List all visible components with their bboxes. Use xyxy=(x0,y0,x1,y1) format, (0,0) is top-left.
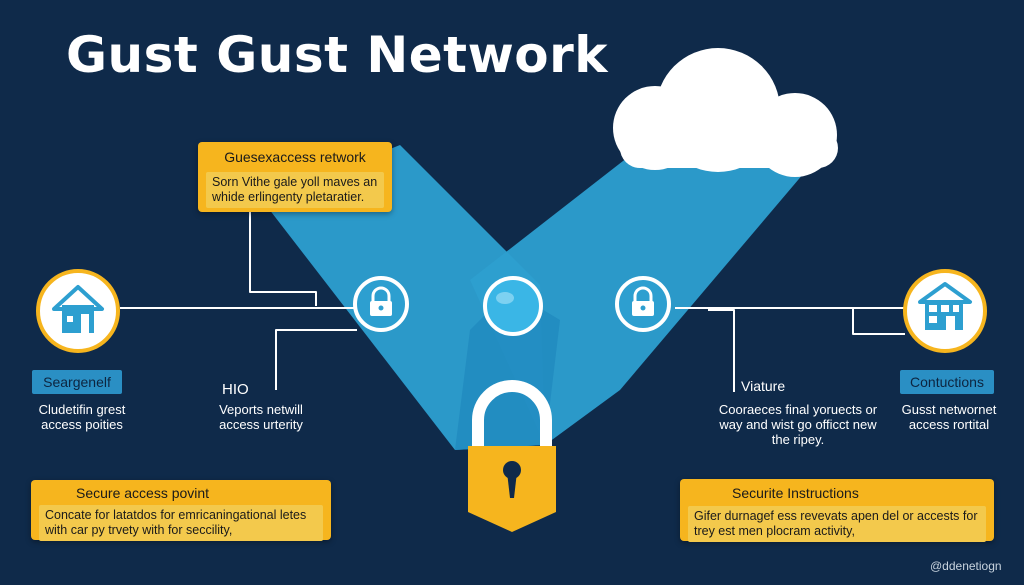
house-icon xyxy=(36,269,120,353)
callout-body: Gifer durnagef ess revevats apen del or … xyxy=(688,506,986,542)
cloud-icon xyxy=(613,48,838,177)
callout-heading: Securite Instructions xyxy=(732,485,859,501)
watermark: @ddenetiogn xyxy=(930,559,1002,573)
center-left-description: Veports netwill access urterity xyxy=(219,402,303,432)
connector-lines xyxy=(120,212,905,392)
large-padlock-icon xyxy=(468,380,556,532)
center-right-heading: Viature xyxy=(741,378,786,394)
padlock-icon xyxy=(615,276,671,332)
access-network-callout: Guesexaccess retwork Sorn Vithe gale yol… xyxy=(198,142,392,212)
center-right-description: Cooraeces final yoruects or way and wist… xyxy=(718,402,878,447)
callout-body: Sorn Vithe gale yoll maves an whide erli… xyxy=(206,172,384,208)
callout-heading: Guesexaccess retwork xyxy=(224,149,366,165)
globe-icon xyxy=(483,276,543,336)
callout-body: Concate for latatdos for emricaningation… xyxy=(39,505,323,541)
padlock-icon xyxy=(353,276,409,332)
secure-access-callout: Secure access povint Concate for latatdo… xyxy=(31,480,331,541)
center-left-heading: HIO xyxy=(222,381,249,398)
left-node-tag: Seargenelf xyxy=(32,370,122,394)
page-title: Gust Gust Network xyxy=(66,26,609,84)
building-icon xyxy=(903,269,987,353)
right-node-tag: Contuctions xyxy=(900,370,994,394)
callout-heading: Secure access povint xyxy=(76,485,210,501)
right-node-description: Gusst networnet access rortital xyxy=(901,402,997,432)
left-node-description: Cludetifin grest access poities xyxy=(38,402,126,432)
secure-instructions-callout: Securite Instructions Gifer durnagef ess… xyxy=(680,479,994,542)
